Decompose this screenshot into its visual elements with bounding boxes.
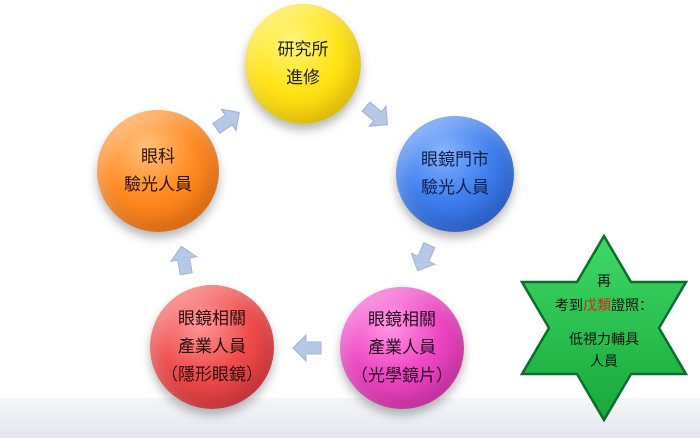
node-contact-line2: 產業人員 bbox=[178, 337, 246, 357]
arrow-optical-to-contact bbox=[292, 333, 324, 363]
arrow-contact-to-clinic bbox=[168, 246, 200, 276]
arrow-store-to-optical bbox=[408, 242, 440, 272]
node-optical-line1: 眼鏡相關 bbox=[368, 310, 436, 330]
node-ophthalmology-clinic: 眼科 驗光人員 bbox=[97, 110, 219, 232]
star-line3: 低視力輔具 bbox=[569, 332, 639, 348]
node-store-line2: 驗光人員 bbox=[421, 178, 489, 198]
star-line4: 人員 bbox=[590, 354, 618, 370]
node-clinic-line1: 眼科 bbox=[141, 147, 175, 167]
node-contact-line3: （隱形眼鏡） bbox=[161, 365, 263, 385]
arrow-clinic-to-research bbox=[211, 106, 243, 136]
star-line2: 考到戊類證照： bbox=[510, 295, 698, 317]
node-optical-line3: （光學鏡片） bbox=[351, 366, 453, 386]
node-research-study: 研究所 進修 bbox=[245, 4, 361, 124]
arrow-research-to-store bbox=[360, 100, 392, 130]
star-line2-accent: 戊類 bbox=[583, 298, 611, 314]
node-store-line1: 眼鏡門市 bbox=[421, 150, 489, 170]
floor-reflection bbox=[0, 398, 700, 438]
star-line2-suffix: 證照： bbox=[611, 298, 653, 314]
node-contact-line1: 眼鏡相關 bbox=[178, 309, 246, 329]
node-optical-lens-industry: 眼鏡相關 產業人員 （光學鏡片） bbox=[340, 287, 464, 409]
node-research-line2: 進修 bbox=[286, 68, 320, 88]
node-optical-store: 眼鏡門市 驗光人員 bbox=[396, 116, 514, 232]
star-line2-prefix: 考到 bbox=[555, 298, 583, 314]
star-line1: 再 bbox=[597, 274, 611, 290]
star-callout: 再 考到戊類證照： 低視力輔具 人員 bbox=[510, 233, 698, 423]
node-research-line1: 研究所 bbox=[277, 40, 329, 60]
node-optical-line2: 產業人員 bbox=[368, 338, 436, 358]
star-shape bbox=[519, 233, 689, 423]
node-clinic-line2: 驗光人員 bbox=[124, 175, 192, 195]
node-contact-lens-industry: 眼鏡相關 產業人員 （隱形眼鏡） bbox=[150, 285, 274, 409]
